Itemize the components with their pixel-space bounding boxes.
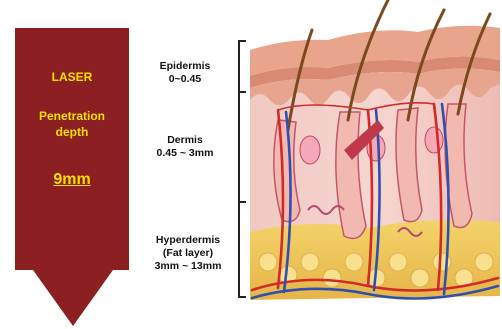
dermis-name: Dermis <box>140 134 230 147</box>
dermis-range: 0.45 ~ 3mm <box>140 147 230 160</box>
hypodermis-name: Hyperdermis <box>138 234 238 247</box>
hypodermis-sub: (Fat layer) <box>138 247 238 260</box>
penetration-label: Penetration depth <box>15 108 129 140</box>
laser-title: LASER <box>15 70 129 84</box>
epidermis-label: Epidermis 0~0.45 <box>150 60 220 86</box>
dermis-label: Dermis 0.45 ~ 3mm <box>140 134 230 160</box>
arrow-body <box>15 28 129 270</box>
epidermis-name: Epidermis <box>150 60 220 73</box>
skin-cross-section-illustration <box>248 0 502 329</box>
hypodermis-range: 3mm ~ 13mm <box>138 260 238 273</box>
penetration-line-1: Penetration <box>15 108 129 124</box>
epidermis-range: 0~0.45 <box>150 73 220 86</box>
penetration-line-2: depth <box>15 124 129 140</box>
penetration-depth-value: 9mm <box>15 171 129 189</box>
hypodermis-label: Hyperdermis (Fat layer) 3mm ~ 13mm <box>138 234 238 273</box>
arrow-head <box>33 270 113 326</box>
layer-bracket <box>234 40 248 298</box>
